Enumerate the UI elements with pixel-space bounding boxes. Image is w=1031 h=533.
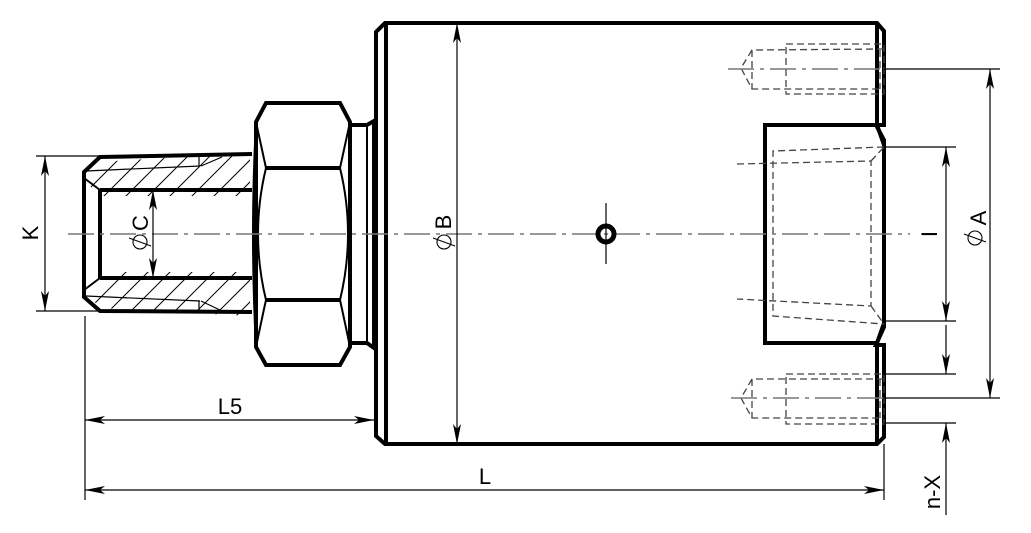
label-n-X: n-X <box>920 475 945 510</box>
dimension-K: K <box>18 155 100 312</box>
label-B: B <box>431 215 456 230</box>
label-I: I <box>917 231 942 237</box>
label-A: A <box>966 210 991 225</box>
threaded-stub <box>82 152 253 316</box>
diameter-symbol-icon <box>432 234 456 250</box>
diameter-symbol-icon <box>963 230 987 246</box>
label-L: L <box>479 464 491 489</box>
diameter-symbol-icon <box>128 234 152 250</box>
hidden-port-thread <box>736 146 885 325</box>
hatch-top <box>84 152 250 196</box>
dimension-C: C <box>128 190 157 278</box>
center-mark-icon <box>595 203 617 264</box>
dimension-I: I <box>884 146 956 322</box>
label-L5: L5 <box>218 394 242 419</box>
label-K: K <box>18 225 43 240</box>
dimension-B: B <box>431 23 461 444</box>
hidden-mounting-hole-bottom <box>740 373 885 425</box>
dimension-L: L <box>85 444 885 500</box>
dimension-n-X: n-X <box>884 325 956 515</box>
label-C: C <box>128 215 153 231</box>
dimension-A: A <box>884 68 1000 399</box>
dimension-L5: L5 <box>84 316 374 500</box>
